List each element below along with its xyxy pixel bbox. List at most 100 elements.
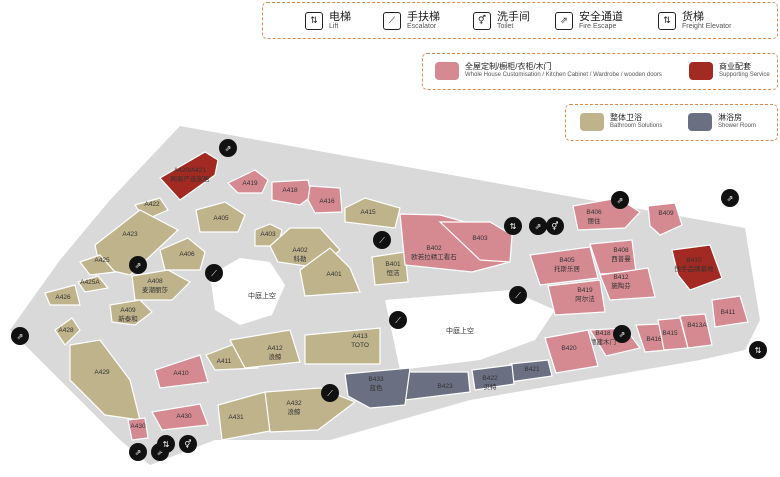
shop-b412[interactable] — [599, 267, 656, 301]
legend-supporting-en: Supporting Service — [719, 72, 770, 79]
shop-name-label: 蓝色 — [370, 383, 384, 392]
shop-name-label: 贝特 — [484, 382, 498, 391]
legend-escalator-en: Escalator — [407, 23, 437, 31]
shop-id-label: B419 — [577, 287, 593, 294]
svg-text:⚥: ⚥ — [184, 439, 192, 449]
shop-id-label: A406 — [179, 251, 195, 258]
shop-a426[interactable] — [44, 284, 81, 306]
shop-a430[interactable] — [151, 403, 209, 431]
shop-a405[interactable] — [195, 201, 246, 233]
escalator-icon: ⟋ — [389, 311, 407, 329]
svg-text:⇗: ⇗ — [225, 144, 232, 153]
shop-name-label: 丽住 — [588, 216, 602, 225]
shop-a428[interactable] — [54, 317, 81, 346]
shop-name-label: 西普曼 — [611, 254, 631, 263]
shop-id-label: A413 — [352, 333, 368, 340]
shop-b401[interactable] — [371, 251, 409, 286]
toilet-icon: ⚥ — [179, 435, 197, 453]
shop-a408[interactable] — [131, 269, 191, 301]
shop-id-label: B413A — [687, 322, 707, 329]
fire-escape-icon: ⇗ — [611, 191, 629, 209]
shop-a416[interactable] — [307, 185, 343, 214]
shop-id-label: A420/A421 — [174, 167, 207, 174]
shop-b422[interactable] — [471, 364, 515, 391]
shop-id-label: B402 — [426, 245, 442, 252]
shop-a410[interactable] — [154, 354, 209, 389]
shop-a425[interactable] — [79, 254, 117, 276]
shop-b411[interactable] — [711, 295, 749, 328]
shop-id-label: A426 — [55, 294, 71, 301]
shop-a415[interactable] — [344, 197, 401, 229]
legend-shower-cn: 淋浴房 — [718, 113, 742, 123]
shop-a413[interactable] — [304, 327, 381, 365]
shop-a425a[interactable] — [77, 275, 110, 293]
svg-text:⇗: ⇗ — [535, 222, 542, 231]
shop-a401[interactable] — [299, 247, 361, 297]
shop-id-label: B418 — [595, 330, 611, 337]
shop-a430b[interactable] — [127, 417, 149, 441]
shop-id-label: A418 — [282, 187, 298, 194]
shop-id-label: A432 — [286, 400, 302, 407]
shop-b420[interactable] — [544, 329, 599, 374]
shop-name-label: 恒洁 — [387, 268, 401, 277]
svg-text:⟋: ⟋ — [379, 236, 385, 245]
shop-a412[interactable] — [229, 329, 301, 369]
shop-id-label: A412 — [267, 345, 283, 352]
shop-b433[interactable] — [344, 367, 411, 409]
shop-id-label: A410 — [173, 370, 189, 377]
lift-icon: ⇅ — [305, 11, 323, 30]
shop-id-label: A419 — [242, 180, 258, 187]
shop-name-label: 麦潮丽莎 — [142, 285, 169, 294]
shop-a409[interactable] — [109, 299, 153, 326]
shop-b419[interactable] — [547, 279, 606, 316]
customisation-swatch — [435, 62, 459, 80]
shop-id-label: B403 — [472, 235, 488, 242]
shop-id-label: A425A — [80, 279, 100, 286]
freight-elevator-icon: ⇅ — [658, 11, 676, 30]
svg-text:⇅: ⇅ — [163, 440, 170, 449]
legend-bathroom-en: Bathroom Solutions — [610, 123, 663, 130]
shop-a406[interactable] — [159, 237, 206, 271]
shop-name-label: 快手品牌基地 — [675, 264, 715, 273]
shop-name-label: 施陶芬 — [611, 281, 631, 290]
shop-b410[interactable] — [671, 244, 723, 291]
legend-customisation-cn: 全屋定制/橱柜/衣柜/木门 — [465, 62, 552, 72]
shop-b413a[interactable] — [679, 313, 713, 349]
shop-a418[interactable] — [271, 179, 313, 206]
shop-id-label: B412 — [613, 274, 629, 281]
shop-id-label: A401 — [326, 271, 342, 278]
lift-icon: ⇅ — [157, 435, 175, 453]
fire-escape-icon: ⇗ — [555, 11, 573, 30]
shop-id-label: B409 — [658, 210, 674, 217]
toilet-icon: ⚥ — [473, 11, 491, 30]
fire-escape-icon: ⇗ — [529, 217, 547, 235]
freight-elevator-icon: ⇅ — [749, 341, 767, 359]
shop-b405[interactable] — [529, 246, 599, 286]
legend-toilet-en: Toilet — [497, 23, 514, 31]
shop-name-label: TOTO — [351, 342, 369, 349]
shop-name-label: 托斯乐居 — [554, 264, 581, 273]
shop-b403[interactable] — [438, 221, 513, 263]
svg-text:⇗: ⇗ — [135, 261, 142, 270]
shop-a419[interactable] — [226, 169, 269, 194]
shop-a420-a421[interactable] — [159, 151, 219, 201]
legend-lift-en: Lift — [329, 23, 339, 31]
shop-id-label: B406 — [586, 209, 602, 216]
shop-b409[interactable] — [647, 202, 683, 236]
shop-id-label: B415 — [662, 330, 678, 337]
atrium-left-label: 中庭上空 — [248, 291, 276, 300]
escalator-icon: ⟋ — [383, 11, 401, 30]
legend-supporting-cn: 商业配套 — [719, 62, 751, 72]
lift-icon: ⇅ — [504, 217, 522, 235]
svg-text:⟋: ⟋ — [515, 291, 521, 300]
svg-text:⇗: ⇗ — [617, 196, 624, 205]
legend-shower-en: Shower Room — [718, 123, 757, 130]
shop-id-label: A403 — [260, 231, 276, 238]
